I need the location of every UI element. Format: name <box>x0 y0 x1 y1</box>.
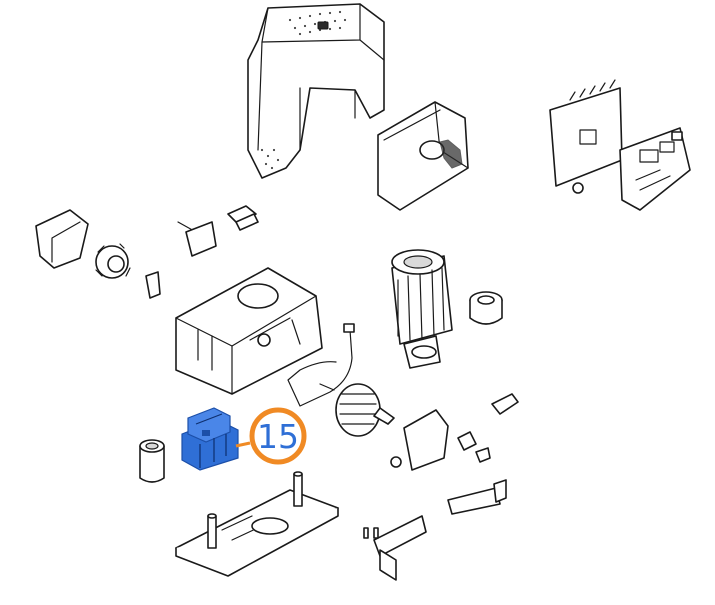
main-cover-part <box>247 3 385 179</box>
bushing-part <box>469 291 503 325</box>
side-cap-part <box>35 209 89 269</box>
control-board-part <box>549 79 691 211</box>
base-plate-part <box>175 471 339 577</box>
callout-leader-line <box>235 441 251 448</box>
motor-stator-part <box>391 249 453 369</box>
encoder-bracket-part <box>390 393 519 471</box>
gearbox-housing-part <box>175 267 323 395</box>
capacitor-part <box>139 439 165 483</box>
limit-switch-part <box>363 479 507 581</box>
part-callout-15[interactable]: 15 <box>249 407 307 465</box>
front-panel-part <box>377 101 469 211</box>
transformer-part[interactable] <box>181 407 239 471</box>
motor-rotor-part <box>319 383 395 437</box>
gasket-part <box>287 323 355 407</box>
transformer-top-block <box>187 407 231 443</box>
callout-number: 15 <box>257 417 299 456</box>
drive-gear-part <box>95 243 131 279</box>
callout-ring <box>249 407 307 465</box>
release-key-part <box>177 205 259 257</box>
clip-part <box>145 271 161 299</box>
